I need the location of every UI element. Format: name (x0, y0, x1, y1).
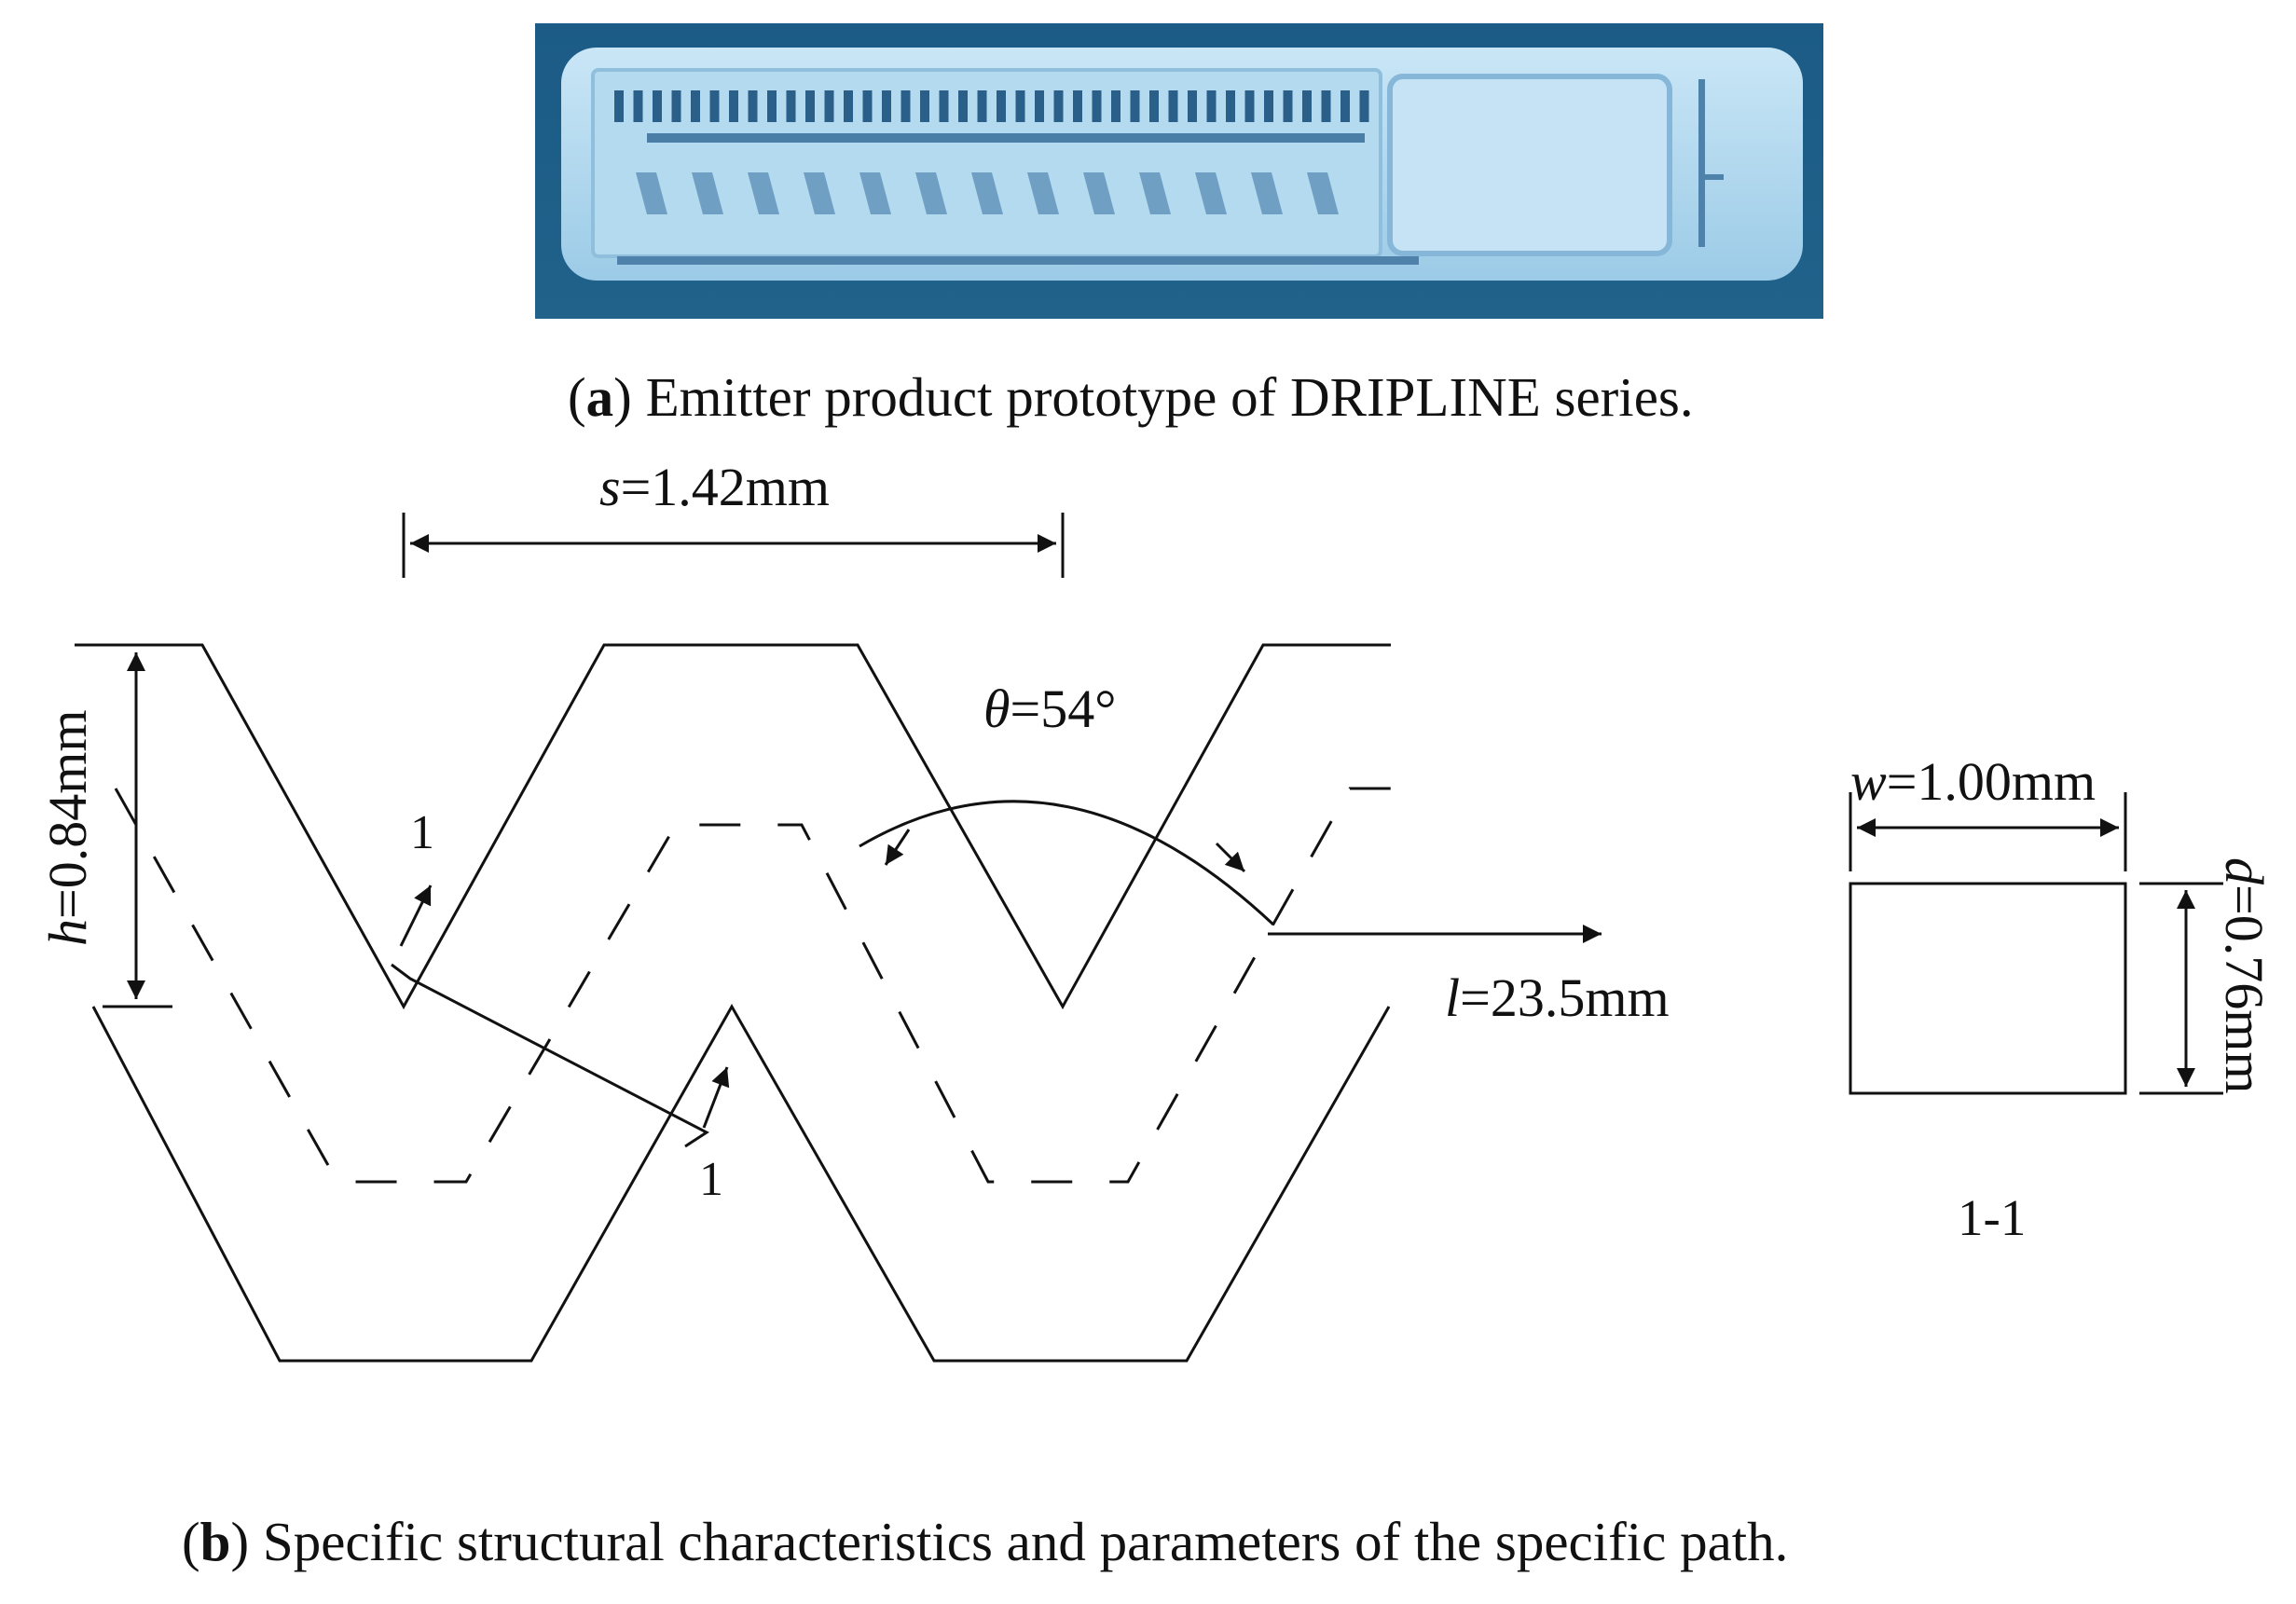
dimension-theta (859, 800, 1275, 926)
emitter-tooth (1307, 172, 1339, 214)
dimension-h (103, 652, 172, 1008)
emitter-slot (1264, 90, 1273, 122)
cross-section (1849, 792, 2223, 1095)
emitter-slot (729, 90, 738, 122)
emitter-slot (1130, 90, 1140, 122)
emitter-tooth (1027, 172, 1059, 214)
emitter-slot (633, 90, 643, 122)
emitter-slot (1073, 90, 1082, 122)
emitter-photo (535, 23, 1823, 319)
emitter-top-slots (614, 90, 1369, 122)
emitter-slot (1015, 90, 1025, 122)
emitter-slot (1244, 90, 1255, 122)
dimension-theta-label: θ=54° (983, 679, 1116, 739)
emitter-slot (1111, 90, 1121, 122)
emitter-slot (614, 90, 624, 122)
emitter-slot (844, 90, 853, 122)
emitter-slot (1092, 90, 1102, 122)
emitter-slot (1149, 90, 1159, 122)
emitter-slot (1053, 90, 1064, 122)
emitter-slot (1359, 90, 1369, 122)
section-marker-top: 1 (410, 806, 434, 859)
emitter-tooth (692, 172, 723, 214)
emitter-slot (977, 90, 987, 122)
emitter-slot (691, 90, 700, 122)
emitter-slot (1302, 90, 1312, 122)
caption-a: (a) Emitter product prototype of DRIPLIN… (568, 366, 1694, 428)
emitter-end-notch (1705, 174, 1724, 180)
emitter-tooth (1139, 172, 1171, 214)
emitter-slot (997, 90, 1006, 122)
emitter-outlet-chamber (1387, 74, 1672, 256)
emitter-slot (920, 90, 929, 122)
emitter-tooth (804, 172, 835, 214)
caption-b-text: Specific structural characteristics and … (262, 1511, 1789, 1572)
caption-b: (b) Specific structural characteristics … (182, 1511, 1789, 1572)
emitter-slot (1226, 90, 1235, 122)
emitter-rail-bottom (617, 256, 1419, 265)
dimension-d-label: d=0.76mm (2214, 857, 2275, 1093)
dimension-h-label: h=0.84mm (37, 710, 98, 946)
emitter-slot (1035, 90, 1044, 122)
emitter-slot (1340, 90, 1350, 122)
emitter-slot (901, 90, 911, 122)
dimension-s-label: s=1.42mm (599, 457, 830, 517)
emitter-tooth (1083, 172, 1115, 214)
emitter-slot (709, 90, 720, 122)
section-marker-bottom: 1 (699, 1153, 723, 1206)
dimension-l-label: l=23.5mm (1445, 967, 1670, 1028)
section-cut-line (391, 884, 730, 1148)
caption-a-text: Emitter product prototype of DRIPLINE se… (645, 366, 1694, 428)
emitter-slot (653, 90, 662, 122)
emitter-slot (767, 90, 777, 122)
dimension-w-label: w=1.00mm (1850, 751, 2096, 812)
caption-a-letter: a (585, 366, 614, 428)
emitter-tooth (859, 172, 891, 214)
emitter-slot (939, 90, 949, 122)
emitter-slot (1206, 90, 1217, 122)
channel-upper-boundary (75, 643, 1391, 1010)
emitter-slot (786, 90, 796, 122)
emitter-slot (805, 90, 815, 122)
cross-section-label: 1-1 (1958, 1189, 2026, 1246)
emitter-slot (1188, 90, 1197, 122)
emitter-slot (1168, 90, 1178, 122)
emitter-slot (958, 90, 968, 122)
emitter-teeth (636, 172, 1339, 214)
channel-centerline-dashed (114, 787, 1391, 1184)
emitter-slot (882, 90, 891, 122)
emitter-slot (671, 90, 681, 122)
emitter-tooth (915, 172, 947, 214)
emitter-tooth (748, 172, 779, 214)
emitter-slot (748, 90, 758, 122)
emitter-slot (824, 90, 834, 122)
emitter-slot (1283, 90, 1293, 122)
emitter-rail-top (647, 133, 1365, 143)
emitter-tooth (636, 172, 667, 214)
emitter-slot (1321, 90, 1331, 122)
caption-b-letter: b (199, 1511, 231, 1572)
emitter-end-slot (1698, 79, 1705, 247)
channel-lower-boundary (91, 1003, 1391, 1363)
emitter-tooth (1195, 172, 1227, 214)
dimension-s (402, 513, 1065, 578)
emitter-tooth (971, 172, 1003, 214)
emitter-slot (862, 90, 873, 122)
emitter-tooth (1251, 172, 1283, 214)
